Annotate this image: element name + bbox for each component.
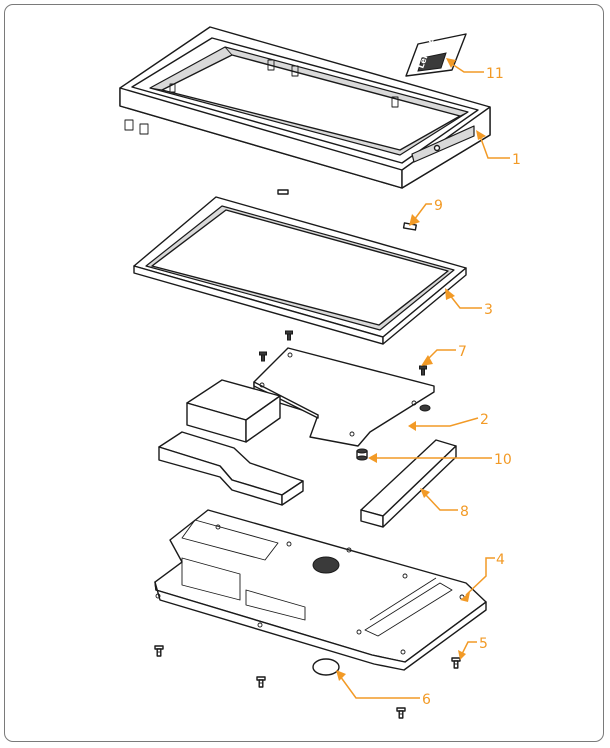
callout-8: 8	[460, 504, 469, 520]
callout-5: 5	[479, 636, 488, 652]
callout-9: 9	[434, 198, 443, 214]
callout-6: 6	[422, 692, 431, 708]
thermal-block-part	[186, 379, 281, 443]
foam-strip-part	[360, 439, 457, 528]
standoff-part	[356, 448, 368, 461]
callout-leaders	[336, 58, 510, 699]
callout-10: 10	[494, 452, 512, 468]
callout-1: 1	[512, 152, 521, 168]
diagram-frame	[4, 4, 604, 742]
callout-3: 3	[484, 302, 493, 318]
display-panel-part	[133, 196, 467, 345]
callout-labels: 1 2 3 4 5 6 7 8 9 10 11	[422, 66, 521, 708]
callout-4: 4	[496, 552, 505, 568]
callout-7: 7	[458, 344, 467, 360]
front-bezel-part	[119, 26, 491, 195]
cushion-strip-left-part	[158, 431, 304, 506]
callout-2: 2	[480, 412, 489, 428]
back-cover-part	[154, 509, 487, 671]
logo-badge-part: Lenovo	[405, 33, 467, 77]
callout-11: 11	[486, 66, 504, 82]
main-board-part	[253, 347, 435, 447]
disc-pad-part	[312, 658, 340, 676]
